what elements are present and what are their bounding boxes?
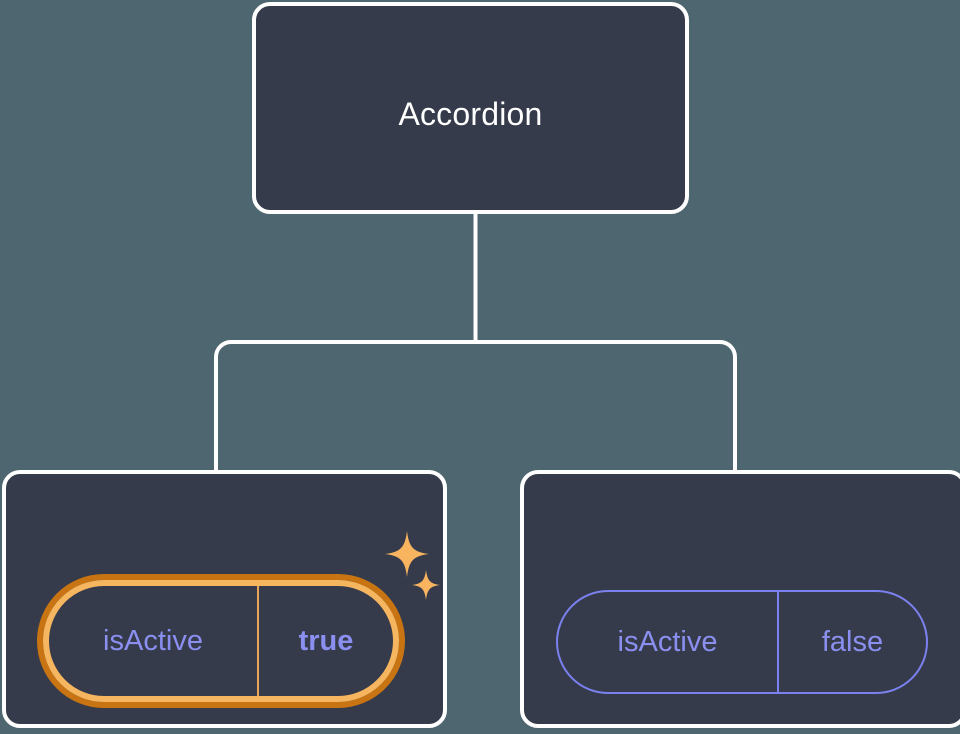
prop-pill-isactive-true[interactable]: isActive true	[43, 580, 399, 702]
prop-value: true	[298, 624, 354, 657]
edge-to-panel-left	[214, 340, 476, 472]
prop-key: isActive	[49, 586, 259, 696]
prop-pill-isactive-false[interactable]: isActive false	[556, 590, 928, 694]
prop-key: isActive	[558, 592, 779, 692]
edge-to-panel-right	[475, 340, 737, 472]
node-accordion-label: Accordion	[398, 96, 543, 132]
node-accordion[interactable]: Accordion	[252, 2, 689, 214]
prop-value: false	[821, 625, 884, 658]
